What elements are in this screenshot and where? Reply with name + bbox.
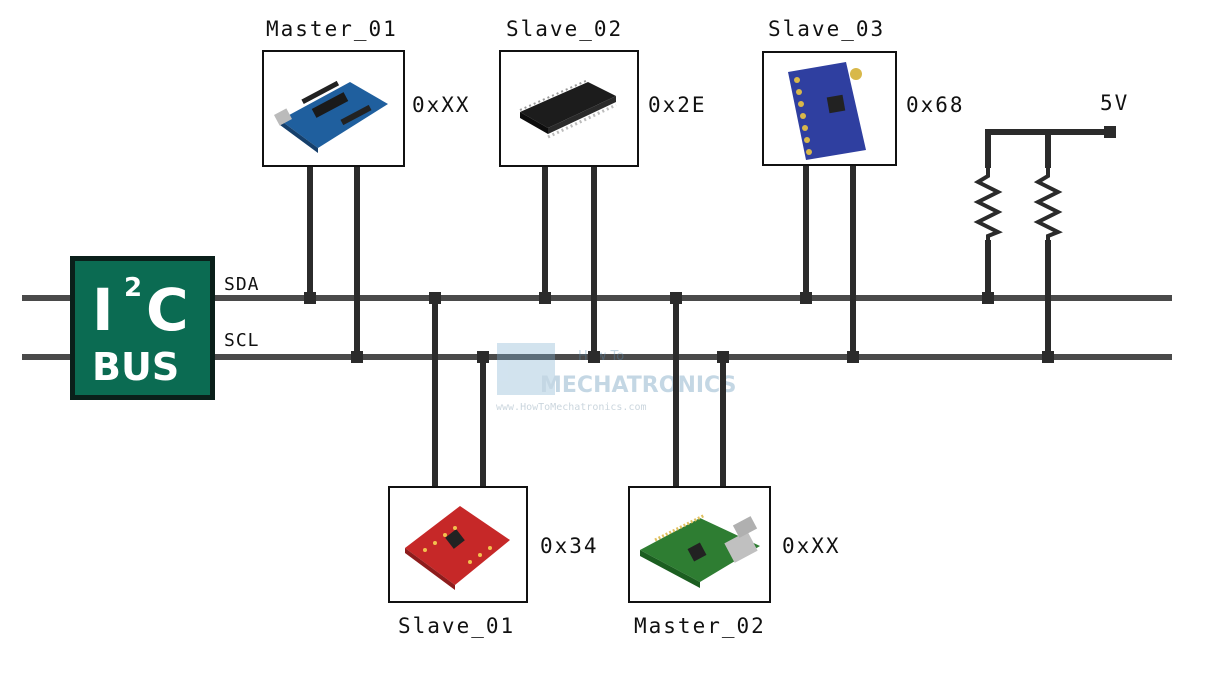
logo-i: I	[92, 276, 114, 344]
device-address: 0x34	[540, 534, 599, 558]
device-name: Slave_02	[506, 17, 623, 41]
junction-node	[477, 351, 489, 363]
junction-node	[429, 292, 441, 304]
watermark-url: www.HowToMechatronics.com	[496, 402, 647, 413]
pull-up-resistors: 5V	[978, 91, 1129, 363]
device-slave-01: Slave_01 0x34	[389, 292, 599, 638]
junction-node	[588, 351, 600, 363]
device-address: 0xXX	[412, 93, 471, 117]
junction-node	[847, 351, 859, 363]
device-name: Slave_01	[398, 614, 515, 638]
device-master-02: Master_02 0xXX	[629, 292, 841, 638]
logo-superscript: 2	[124, 273, 142, 303]
junction-node	[1042, 351, 1054, 363]
scl-label: SCL	[224, 330, 260, 351]
logo-bus: BUS	[92, 345, 179, 389]
junction-node	[539, 292, 551, 304]
junction-node	[304, 292, 316, 304]
watermark-line2: MECHATRONICS	[540, 373, 736, 398]
device-slave-03: Slave_03 0x68	[763, 17, 965, 363]
device-name: Master_01	[266, 17, 398, 41]
resistor-icon	[1038, 168, 1058, 240]
i2c-bus-logo: I 2 C BUS	[70, 256, 215, 400]
logo-c: C	[146, 276, 189, 344]
junction-node	[717, 351, 729, 363]
device-name: Master_02	[634, 614, 766, 638]
junction-node	[351, 351, 363, 363]
watermark-line1: How To	[578, 349, 624, 364]
junction-node	[800, 292, 812, 304]
supply-terminal	[1104, 126, 1116, 138]
device-address: 0xXX	[782, 534, 841, 558]
junction-node	[670, 292, 682, 304]
device-master-01: Master_01 0xXX	[263, 17, 471, 363]
supply-label: 5V	[1100, 91, 1129, 115]
device-address: 0x2E	[648, 93, 707, 117]
device-address: 0x68	[906, 93, 965, 117]
watermark: How To MECHATRONICS www.HowToMechatronic…	[496, 343, 736, 413]
junction-node	[982, 292, 994, 304]
sda-label: SDA	[224, 274, 260, 295]
device-name: Slave_03	[768, 17, 885, 41]
resistor-icon	[978, 168, 998, 240]
